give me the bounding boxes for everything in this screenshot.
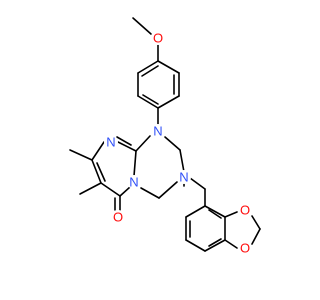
atom-labels: O N N N N O O — [104, 31, 252, 256]
bond — [79, 182, 102, 195]
bond — [69, 149, 93, 161]
bond — [204, 205, 226, 218]
structure-canvas: O N N N N O O — [69, 17, 261, 256]
pyrimidine-nitrogen-label: N — [106, 135, 115, 150]
bond — [158, 181, 178, 199]
dioxole-oxygen-1-label: O — [240, 203, 250, 218]
dioxole-oxygen-2-atom: O — [238, 241, 252, 256]
n3-atom: N — [177, 170, 191, 185]
n1-atom: N — [151, 124, 165, 139]
bond — [141, 65, 159, 77]
dioxole-oxygen-2-label: O — [240, 241, 250, 256]
bond — [135, 135, 151, 152]
bond — [137, 60, 159, 74]
bond — [119, 186, 131, 197]
bond — [224, 239, 238, 249]
bond — [132, 17, 152, 35]
fused-nitrogen-atom: N — [127, 175, 141, 190]
bond — [133, 150, 137, 177]
bond — [117, 141, 137, 152]
bond — [204, 239, 226, 252]
carbonyl-oxygen-atom: O — [111, 210, 125, 225]
bond — [142, 94, 159, 105]
bond — [185, 239, 206, 252]
dioxole-oxygen-1-atom: O — [238, 203, 252, 218]
n3-label: N — [179, 170, 188, 185]
bond — [185, 205, 206, 218]
bond — [91, 159, 102, 184]
fused-nitrogen-label: N — [129, 175, 138, 190]
bond — [96, 162, 106, 182]
bond — [157, 95, 180, 109]
methoxy-oxygen-atom: O — [151, 31, 165, 46]
bond — [251, 215, 261, 230]
bond — [251, 228, 261, 245]
methoxy-oxygen-label: O — [153, 31, 163, 46]
n1-label: N — [153, 124, 162, 139]
bond — [137, 95, 159, 109]
bond — [91, 141, 105, 161]
bond — [208, 209, 222, 219]
bond — [189, 177, 206, 190]
bond — [140, 187, 160, 199]
bond — [208, 238, 222, 247]
bond — [164, 136, 181, 151]
bond — [157, 60, 180, 74]
bonds — [69, 17, 261, 252]
bond — [116, 136, 132, 146]
bond — [224, 211, 238, 218]
bond — [100, 182, 121, 197]
pyrimidine-nitrogen-atom: N — [104, 135, 118, 150]
molecule-diagram: O N N N N O O — [69, 17, 261, 256]
bond — [179, 149, 185, 173]
carbonyl-oxygen-label: O — [113, 210, 123, 225]
